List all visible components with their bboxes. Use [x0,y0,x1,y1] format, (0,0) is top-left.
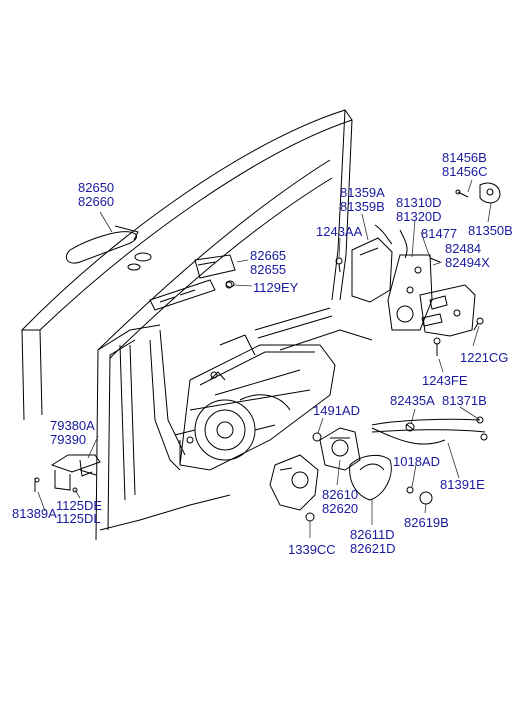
part-label-82620: 82620 [322,501,359,516]
part-label-81320d: 81320D [396,209,442,224]
part-label-81456c: 81456C [442,164,488,179]
door-frame [20,109,353,541]
part-label-81359a: 81359A [340,185,385,200]
lock-bracket [419,284,476,337]
part-label-81371b: 81371B [442,393,487,408]
part-label-79380a: 79380A [50,418,95,433]
part-label-1125dl: 1125DL [56,511,101,526]
part-label-1243fe: 1243FE [422,373,468,388]
outside-handle [65,225,152,271]
part-label-81456b: 81456B [442,150,487,165]
inside-handle [319,427,361,471]
part-label-1129ey: 1129EY [253,280,299,295]
part-label-82655: 82655 [250,262,287,277]
part-label-1221cg: 1221CG [460,350,509,365]
part-label-1018ad: 1018AD [393,454,440,469]
bolt [305,512,315,522]
part-label-81359b: 81359B [340,199,385,214]
part-label-81391e: 81391E [440,477,485,492]
part-label-1339cc: 1339CC [288,542,336,557]
clip [312,432,322,442]
inside-handle-bracket [149,254,236,311]
leader-lines [37,179,492,538]
part-label-81477: 81477 [421,226,458,241]
door-check [34,454,101,493]
part-label-82484: 82484 [445,241,482,256]
part-label-82494x: 82494X [445,255,490,270]
latch-cap [479,182,501,204]
part-label-1243aa: 1243AA [316,224,363,239]
part-label-1491ad: 1491AD [313,403,360,418]
screw [455,189,469,198]
part-label-82650: 82650 [78,180,115,195]
part-label-82621d: 82621D [350,541,396,556]
screw [225,281,233,289]
screw [433,337,441,356]
inside-handle-cover [349,454,392,501]
part-label-82435a: 82435A [390,393,435,408]
part-label-1125de: 1125DE [56,498,103,513]
screw-cap [419,491,433,505]
part-label-81350b: 81350B [468,223,513,238]
part-label-81310d: 81310D [396,195,442,210]
part-label-82610: 82610 [322,487,359,502]
regulator-motor [269,454,319,511]
window-regulator [174,334,336,471]
latch-cover [351,224,393,303]
rod-cables [279,329,488,445]
screw [406,486,414,494]
part-label-82660: 82660 [78,194,115,209]
part-label-82611d: 82611D [350,527,395,542]
part-label-81389a: 81389A [12,506,57,521]
inner-window-frame [97,159,333,501]
part-label-79390: 79390 [50,432,87,447]
part-label-82665: 82665 [250,248,287,263]
part-label-82619b: 82619B [404,515,449,530]
screw [473,317,484,331]
door-latch [387,229,441,331]
rod-clip [405,422,415,432]
